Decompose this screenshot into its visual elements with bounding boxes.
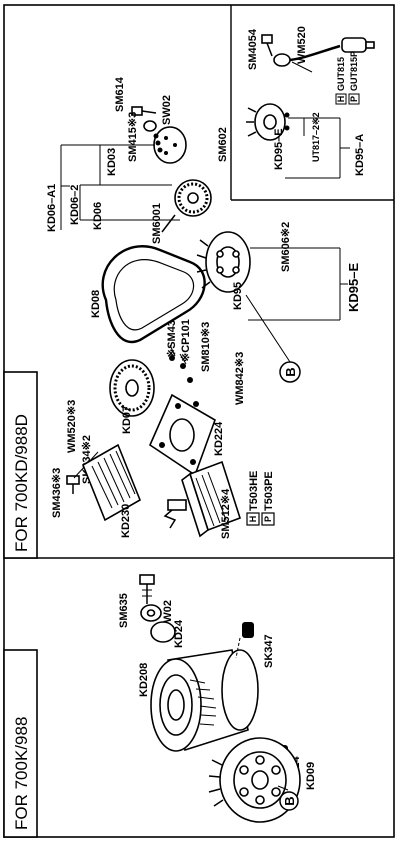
label-kd06-2: KD06–2	[69, 185, 81, 225]
washer-sw02	[140, 604, 162, 622]
label-kd07: KD07	[121, 406, 133, 434]
label-sm512x4: SM512※4	[220, 488, 232, 539]
label-gut815p: GUT815P	[349, 51, 359, 91]
label-ut817x2: UT817–2※2	[311, 112, 321, 162]
screw-sm614	[131, 106, 157, 116]
label-t503pe: T503PE	[263, 471, 275, 511]
reference-b-left	[277, 785, 299, 811]
label-b-mid: B	[283, 367, 298, 376]
label-cp101: ※CP101	[180, 319, 192, 362]
variant-p-badge: P	[261, 512, 275, 526]
label-sm614: SM614	[114, 76, 126, 112]
screw-sm436x3	[66, 475, 80, 494]
label-kd95a: KD95–A	[354, 134, 366, 176]
label-kd95e-main: KD95–E	[346, 263, 361, 312]
heatsink-kd230	[81, 443, 142, 522]
plate-kd224	[148, 393, 216, 477]
badge-p: P	[263, 516, 273, 522]
label-kd230: KD230	[120, 504, 132, 538]
left-section-title: FOR 700K/988	[3, 649, 38, 838]
label-kd208: KD208	[138, 663, 150, 697]
spring-sk347	[235, 622, 254, 659]
label-sm436: ※SM436	[166, 314, 178, 358]
motor-t503	[163, 460, 241, 538]
cable-wm520	[273, 37, 375, 73]
inset-bracket	[285, 117, 350, 179]
left-section-title-text: FOR 700K/988	[12, 717, 31, 830]
inset-variant-p: P	[348, 93, 360, 105]
bracket-kd95e	[248, 247, 348, 321]
label-wm520x3: WM520※3	[66, 400, 78, 453]
pulley-kd06	[161, 179, 212, 233]
label-kd224: KD224	[213, 421, 225, 456]
bracket-kd06	[60, 144, 180, 230]
fan-kd95e-inset	[246, 103, 290, 141]
gear-kd07	[109, 359, 155, 417]
middle-section-title: FOR 700KD/988D	[3, 371, 38, 559]
small-screws-kd224	[169, 344, 199, 407]
label-gut815: GUT815	[336, 57, 346, 91]
reference-b-mid	[245, 294, 301, 383]
label-kd03: KD03	[106, 148, 118, 176]
label-wm842x3: WM842※3	[234, 352, 246, 405]
label-t503he: T503HE	[248, 471, 260, 511]
inset-variant-h: H	[335, 93, 347, 105]
cylinder-kd208	[150, 649, 259, 752]
label-kd09: KD09	[305, 762, 317, 790]
label-sm810x3: SM810※3	[200, 322, 212, 372]
label-kd95: KD95	[232, 282, 244, 310]
screw-sm635	[139, 574, 155, 604]
screw-sm4054	[261, 34, 273, 57]
label-sm602: SM602	[217, 127, 229, 162]
fan-kd95	[196, 231, 251, 293]
inset-badge-p: P	[349, 96, 359, 102]
belt-kd08	[101, 245, 206, 344]
screws-sm415x3	[153, 133, 163, 153]
label-sm436x3: SM436※3	[51, 468, 63, 518]
label-b-left: B	[282, 796, 297, 805]
label-sk347: SK347	[263, 634, 275, 668]
label-kd24: KD24	[173, 619, 185, 648]
label-sm606x2: SM606※2	[280, 222, 292, 272]
label-kd06-a1: KD06–A1	[46, 184, 58, 232]
label-kd08: KD08	[90, 290, 102, 318]
label-sm415x3: SM415※3	[127, 112, 139, 162]
label-wm520: WM520	[296, 26, 308, 64]
middle-section-title-text: FOR 700KD/988D	[12, 414, 31, 552]
inset-badge-h: H	[336, 96, 346, 103]
label-kd06: KD06	[92, 202, 104, 230]
washer-sw02-top	[143, 120, 157, 132]
disc-kd24	[150, 621, 176, 643]
badge-h: H	[248, 516, 258, 523]
label-sm635: SM635	[118, 593, 130, 628]
label-kd95e-inset: KD95–E	[273, 128, 285, 170]
label-sw02-top: SW02	[161, 95, 173, 125]
label-sm4054: SM4054	[247, 28, 259, 70]
label-sm6001: SM6001	[151, 203, 163, 244]
variant-h-badge: H	[246, 512, 260, 526]
